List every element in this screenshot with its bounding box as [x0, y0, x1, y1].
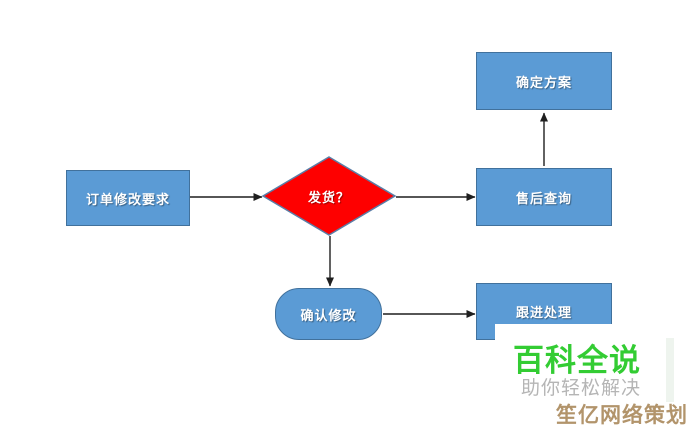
node-order-request: 订单修改要求 — [66, 170, 190, 226]
node-confirm-modify: 确认修改 — [275, 288, 382, 340]
node-order-request-label: 订单修改要求 — [85, 192, 170, 208]
watermark-footer: 笙亿网络策划 — [556, 403, 688, 427]
node-ship-decision: 发货？ — [261, 155, 397, 237]
node-confirm-modify-label: 确认修改 — [300, 308, 357, 324]
watermark-title: 百科全说 — [513, 343, 641, 379]
node-aftersales-query-label: 售后查询 — [515, 191, 572, 207]
node-ship-decision-label: 发货？ — [307, 190, 350, 206]
node-follow-up-label: 跟进处理 — [515, 306, 572, 321]
diamond-polygon — [261, 156, 397, 236]
watermark-edge-artifact — [666, 338, 674, 402]
watermark-background — [495, 324, 675, 433]
node-confirm-plan-label: 确定方案 — [515, 75, 572, 91]
watermark-subtitle: 助你轻松解决 — [521, 377, 642, 399]
node-confirm-plan: 确定方案 — [476, 52, 612, 110]
diamond-shape — [261, 156, 397, 236]
node-aftersales-query: 售后查询 — [476, 168, 612, 226]
